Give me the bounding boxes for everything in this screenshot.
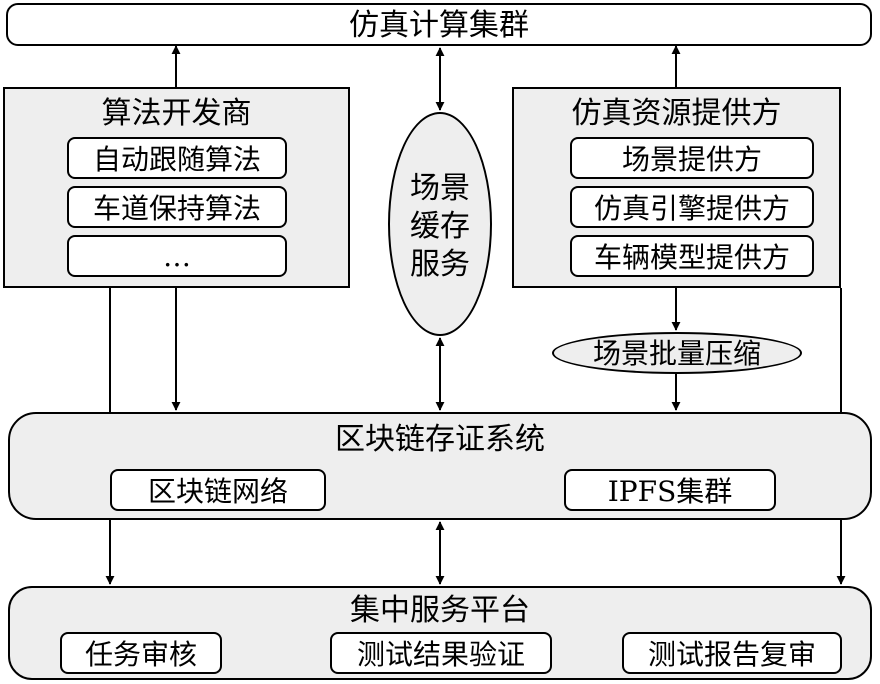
cluster-title: 仿真计算集群 (349, 8, 529, 43)
cache-line-3: 服务 (410, 247, 470, 282)
platform-item-task-review: 任务审核 (60, 632, 222, 674)
simulation-resource-provider-panel: 仿真资源提供方 场景提供方 仿真引擎提供方 车辆模型提供方 (512, 87, 841, 288)
platform-title: 集中服务平台 (350, 593, 530, 628)
blockchain-evidence-system: 区块链存证系统 区块链网络 IPFS集群 (8, 412, 872, 520)
scene-batch-compression: 场景批量压缩 (552, 332, 802, 374)
cache-line-2: 缓存 (410, 209, 470, 244)
simulation-cluster: 仿真计算集群 (6, 3, 872, 46)
developer-title: 算法开发商 (101, 96, 252, 131)
platform-item-result-verify: 测试结果验证 (330, 632, 552, 674)
cache-line-1: 场景 (410, 171, 470, 206)
blockchain-title: 区块链存证系统 (335, 422, 545, 457)
platform-item-report-recheck: 测试报告复审 (622, 632, 842, 674)
centralized-service-platform: 集中服务平台 任务审核 测试结果验证 测试报告复审 (8, 586, 872, 680)
provider-title: 仿真资源提供方 (571, 96, 782, 131)
provider-item-scene: 场景提供方 (570, 137, 814, 179)
algorithm-developer-panel: 算法开发商 自动跟随算法 车道保持算法 … (3, 87, 350, 288)
ipfs-cluster-box: IPFS集群 (564, 469, 776, 511)
scene-cache-service: 场景 缓存 服务 (388, 112, 492, 336)
compress-label: 场景批量压缩 (592, 337, 761, 370)
developer-item-ellipsis: … (67, 235, 287, 277)
provider-item-engine: 仿真引擎提供方 (570, 186, 814, 228)
developer-item-auto-follow: 自动跟随算法 (67, 137, 287, 179)
blockchain-network-box: 区块链网络 (110, 469, 326, 511)
developer-item-lane-keep: 车道保持算法 (67, 186, 287, 228)
provider-item-vehicle-model: 车辆模型提供方 (570, 235, 814, 277)
